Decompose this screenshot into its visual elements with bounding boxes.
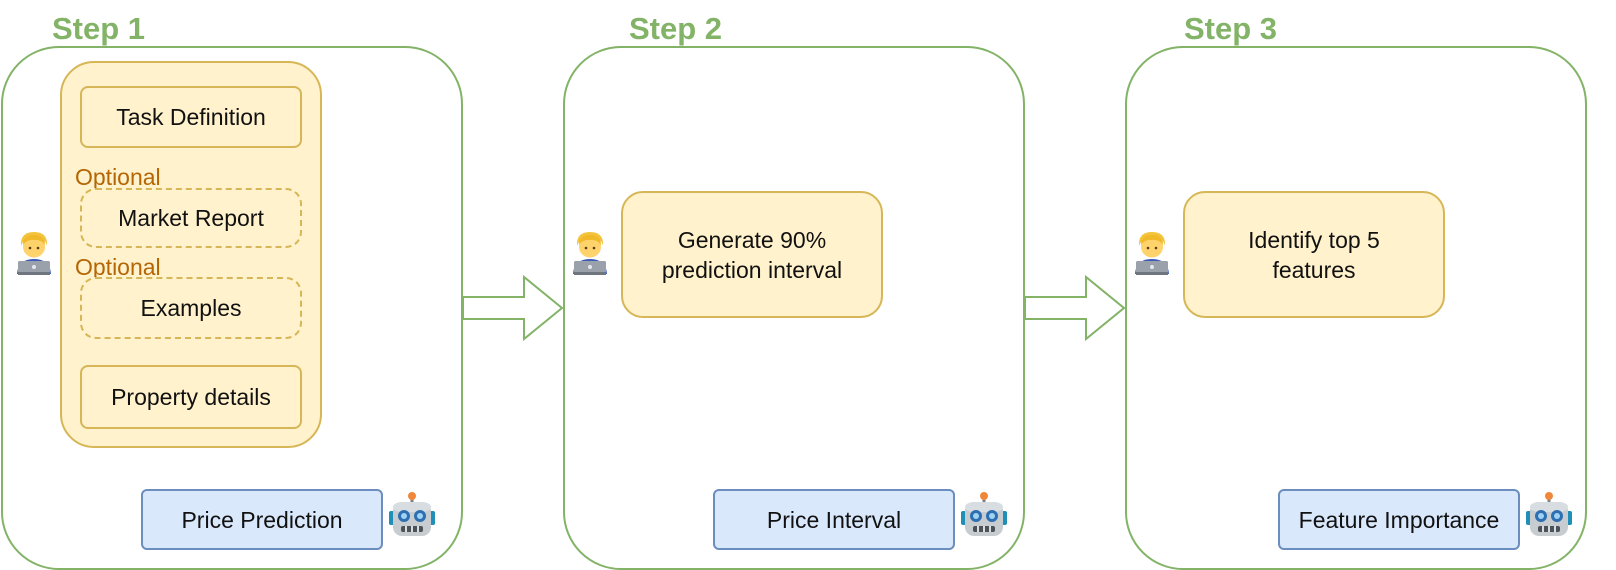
- identify-features-prompt-box: Identify top 5 features: [1183, 191, 1445, 318]
- optional-label: Optional: [75, 254, 161, 280]
- person-with-laptop-icon: [568, 230, 612, 276]
- market-report-box: Market Report: [80, 188, 302, 248]
- arrow-step-1-to-2: [462, 274, 564, 342]
- task-definition-box: Task Definition: [80, 86, 302, 148]
- step-3-title: Step 3: [1184, 11, 1278, 46]
- property-details-box: Property details: [80, 365, 302, 429]
- arrow-step-2-to-3: [1024, 274, 1126, 342]
- step-1-title: Step 1: [52, 11, 146, 46]
- feature-importance-box: Feature Importance: [1278, 489, 1520, 550]
- robot-icon: [960, 491, 1008, 539]
- step-2-title: Step 2: [629, 11, 723, 46]
- examples-box: Examples: [80, 277, 302, 339]
- person-with-laptop-icon: [12, 230, 56, 276]
- person-with-laptop-icon: [1130, 230, 1174, 276]
- robot-icon: [1525, 491, 1573, 539]
- optional-label: Optional: [75, 164, 161, 190]
- robot-icon: [388, 491, 436, 539]
- price-interval-box: Price Interval: [713, 489, 955, 550]
- price-prediction-box: Price Prediction: [141, 489, 383, 550]
- generate-interval-prompt-box: Generate 90% prediction interval: [621, 191, 883, 318]
